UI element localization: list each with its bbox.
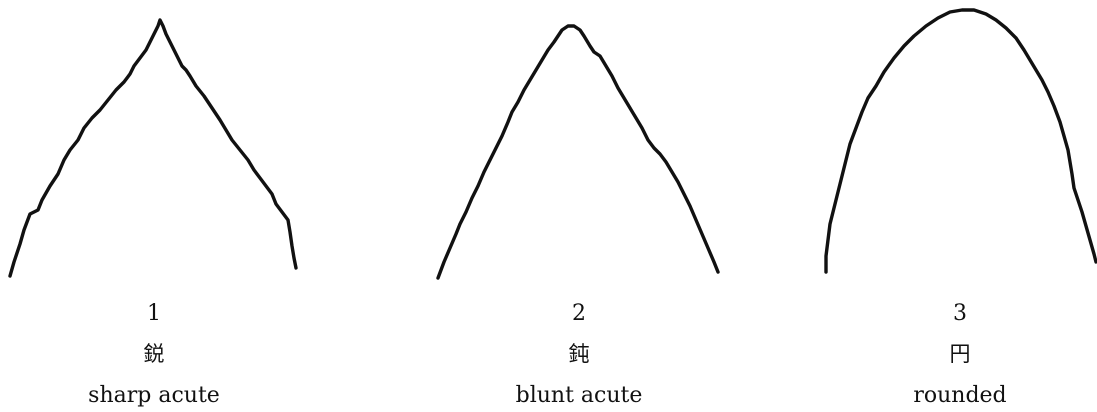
shape-number: 2 [572,301,586,326]
shape-japanese-label: 鈍 [568,342,590,366]
blunt-acute-outline [436,24,720,280]
shape-japanese-label: 鋭 [143,342,165,366]
apex-shape-1: 1 鋭 sharp acute [0,0,300,412]
shape-english-label: sharp acute [88,383,220,408]
rounded-outline [824,8,1097,274]
sharp-acute-outline [8,18,298,278]
shape-number: 1 [147,301,161,326]
shape-japanese-label: 円 [949,342,971,366]
shape-english-label: rounded [913,383,1007,408]
shape-english-label: blunt acute [515,383,643,408]
apex-shape-2: 2 鈍 blunt acute [436,24,720,408]
shape-number: 3 [953,301,967,326]
